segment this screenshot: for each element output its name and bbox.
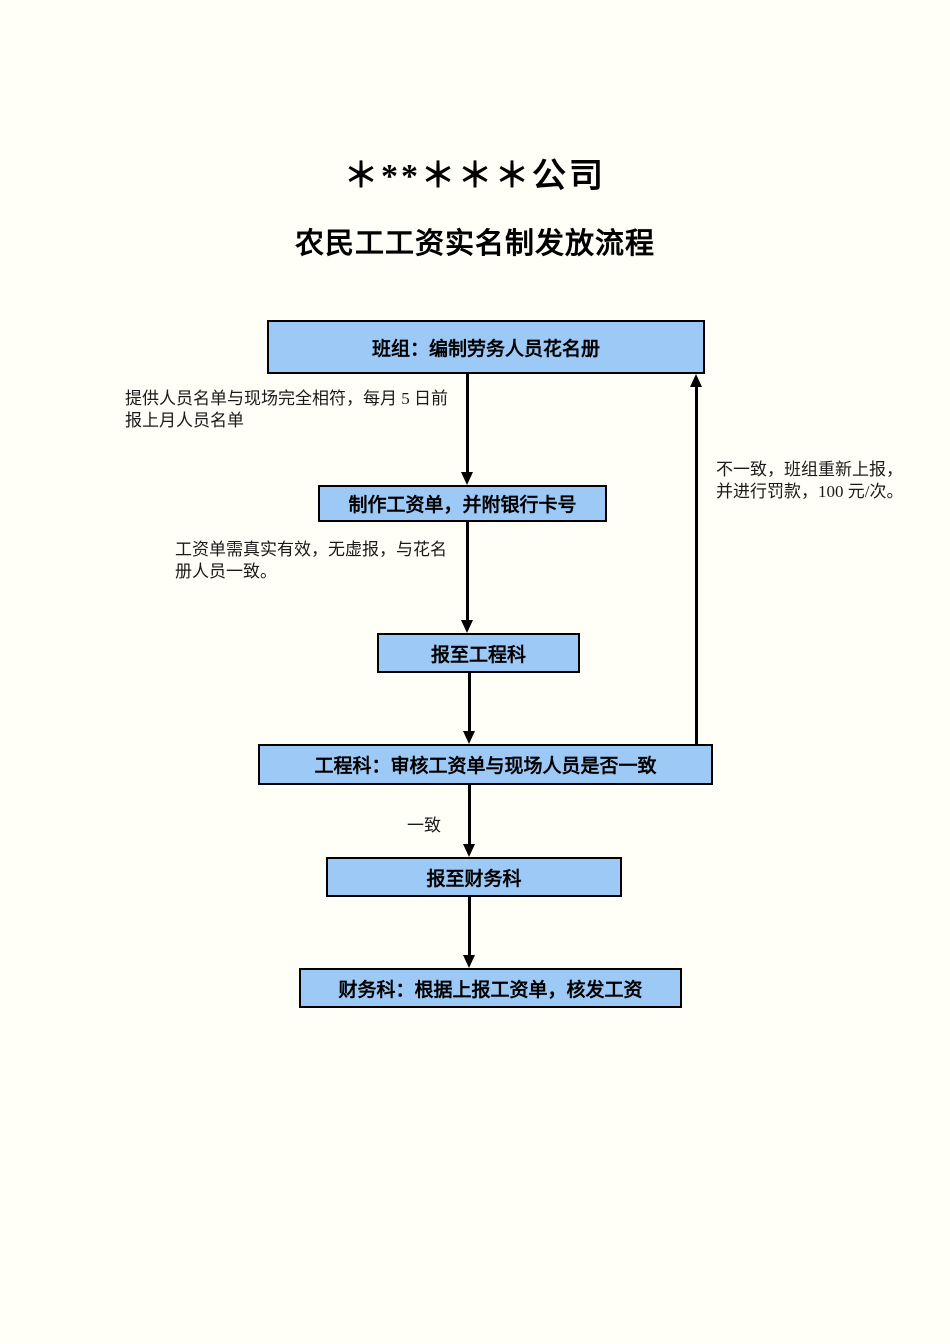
annotation-line: 并进行罚款，100 元/次。 xyxy=(716,482,904,501)
edge-review-to-finance-line xyxy=(468,785,471,845)
annotation-line: 工资单需真实有效，无虚报，与花名 xyxy=(175,540,447,559)
annotation-inconsistent-penalty: 不一致，班组重新上报， 并进行罚款，100 元/次。 xyxy=(716,459,903,503)
flow-node-report-engineering: 报至工程科 xyxy=(377,633,580,673)
flow-node-team-roster: 班组：编制劳务人员花名册 xyxy=(267,320,705,374)
edge-roster-to-payroll-line xyxy=(466,374,469,473)
arrowhead-down-icon xyxy=(461,620,473,633)
edge-finance-to-pay-line xyxy=(468,897,471,956)
edge-review-back-to-roster-line xyxy=(695,386,698,744)
process-title: 农民工工资实名制发放流程 xyxy=(294,228,655,260)
flow-node-make-payroll: 制作工资单，并附银行卡号 xyxy=(318,485,607,522)
flow-node-engineering-review: 工程科：审核工资单与现场人员是否一致 xyxy=(258,744,713,785)
arrowhead-down-icon xyxy=(463,731,475,744)
arrowhead-up-icon xyxy=(690,374,702,387)
annotation-line: 册人员一致。 xyxy=(175,562,277,581)
arrowhead-down-icon xyxy=(463,844,475,857)
flow-node-report-finance: 报至财务科 xyxy=(326,857,622,897)
company-title: ＊**＊＊＊公司 xyxy=(344,158,606,195)
arrowhead-down-icon xyxy=(463,955,475,968)
arrowhead-down-icon xyxy=(461,472,473,485)
annotation-line: 报上月人员名单 xyxy=(125,411,244,430)
edge-label-consistent: 一致 xyxy=(407,816,441,835)
annotation-provide-roster: 提供人员名单与现场完全相符，每月 5 日前 报上月人员名单 xyxy=(125,388,448,432)
edge-payroll-to-engineering-line xyxy=(466,522,469,621)
edge-engineering-to-review-line xyxy=(468,673,471,732)
flow-node-finance-pay: 财务科：根据上报工资单，核发工资 xyxy=(299,968,682,1008)
annotation-payroll-truthful: 工资单需真实有效，无虚报，与花名 册人员一致。 xyxy=(175,539,447,583)
annotation-line: 提供人员名单与现场完全相符，每月 5 日前 xyxy=(125,389,448,408)
annotation-line: 不一致，班组重新上报， xyxy=(716,460,903,479)
